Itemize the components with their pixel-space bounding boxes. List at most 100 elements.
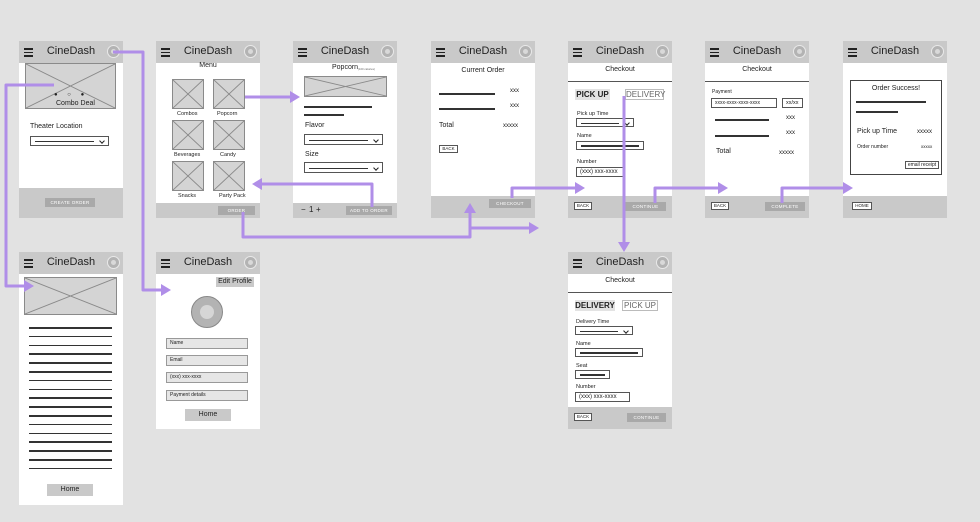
footer-bar: HOME [843,196,947,218]
edit-profile-button[interactable]: Edit Profile [216,277,254,287]
home-button[interactable]: Home [185,409,231,421]
profile-icon[interactable] [244,45,257,58]
order-success-screen: CineDash Order Success! Pick up Time xxx… [843,41,947,218]
checkout-payment-screen: CineDash Checkout Payment xxxx-xxxx-xxxx… [705,41,809,218]
menu-icon[interactable] [161,48,170,57]
description-line [304,114,344,116]
item-calories: (100 calories) [358,67,375,71]
party-pack-tile[interactable] [213,161,245,191]
success-line [856,111,898,113]
delivery-toggle[interactable]: DELIVERY [575,300,615,311]
app-title: CineDash [320,45,370,57]
profile-icon[interactable] [656,256,669,269]
app-title: CineDash [183,256,233,268]
menu-title: Menu [199,62,217,69]
profile-icon[interactable] [107,256,120,269]
delivery-toggle[interactable]: DELIVERY [625,89,666,100]
popcorn-image [304,76,387,97]
order-button[interactable]: ORDER [218,206,255,215]
complete-button[interactable]: COMPLETE [765,202,805,211]
description-line [29,388,112,391]
menu-icon[interactable] [573,259,582,268]
profile-icon[interactable] [793,45,806,58]
flavor-dropdown[interactable] [304,134,383,145]
order-title: Current Order [461,67,505,74]
beverages-tile[interactable] [172,120,204,150]
email-input[interactable]: Email [166,355,248,366]
phone-input[interactable]: (xxx) xxx-xxxx [166,372,248,383]
success-title: Order Success! [871,85,921,92]
menu-icon[interactable] [298,48,307,57]
number-input[interactable]: (xxx) xxx-xxxx [576,167,624,177]
app-header: CineDash [431,41,535,63]
arrowhead [529,222,539,234]
popcorn-tile[interactable] [213,79,245,109]
order-item-price: xxx [786,115,795,121]
checkout-title: Checkout [605,277,635,284]
name-input[interactable] [575,348,643,357]
back-button[interactable]: BACK [574,202,592,210]
name-input[interactable]: Name [166,338,248,349]
quantity-value: 1 [309,205,314,214]
size-dropdown[interactable] [304,162,383,173]
delivery-time-dropdown[interactable] [575,326,633,335]
order-item-line [439,93,495,95]
theater-location-dropdown[interactable] [30,136,109,146]
profile-screen: CineDash Edit Profile Name Email (xxx) x… [156,252,260,429]
continue-button[interactable]: CONTINUE [625,202,666,211]
profile-icon[interactable] [931,45,944,58]
seat-input[interactable] [575,370,610,379]
profile-icon[interactable] [519,45,532,58]
checkout-pickup-screen: CineDash Checkout PICK UP DELIVERY Pick … [568,41,672,218]
card-expiry-input[interactable]: xx/xx [782,98,803,108]
name-input[interactable] [576,141,644,150]
current-order-screen: CineDash Current Order xxx xxx Total xxx… [431,41,535,218]
back-button[interactable]: BACK [711,202,729,210]
profile-avatar[interactable] [191,296,223,328]
total-label: Total [716,148,731,155]
home-button[interactable]: HOME [852,202,872,210]
profile-icon[interactable] [244,256,257,269]
add-to-order-button[interactable]: ADD TO ORDER [346,206,392,215]
menu-icon[interactable] [848,48,857,57]
number-input[interactable]: (xxx) xxx-xxxx [575,392,630,402]
combo-deal-banner[interactable]: ● ○ ● Combo Deal [25,63,116,109]
email-receipt-button[interactable]: email receipt [905,161,939,169]
profile-icon[interactable] [381,45,394,58]
menu-icon[interactable] [436,48,445,57]
back-button[interactable]: BACK [574,413,592,421]
home-button[interactable]: Home [47,484,93,496]
card-number-input[interactable]: xxxx-xxxx-xxxx-xxxx [711,98,777,108]
payment-details-input[interactable]: Payment details [166,390,248,401]
combos-tile[interactable] [172,79,204,109]
description-line [29,432,112,435]
size-label: Size [305,151,319,158]
menu-icon[interactable] [161,259,170,268]
order-item-line [439,108,495,110]
pickup-toggle[interactable]: PICK UP [575,89,610,100]
quantity-plus-button[interactable]: + [316,205,321,214]
candy-tile[interactable] [213,120,245,150]
pickup-toggle[interactable]: PICK UP [622,300,658,311]
description-line [29,327,112,329]
profile-icon[interactable] [107,45,120,58]
menu-icon[interactable] [24,48,33,57]
order-item-line [715,135,769,137]
create-order-button[interactable]: CREATE ORDER [45,198,95,207]
checkout-delivery-screen: CineDash Checkout DELIVERY PICK UP Deliv… [568,252,672,429]
profile-icon[interactable] [656,45,669,58]
quantity-minus-button[interactable]: − [301,205,306,214]
back-button[interactable]: BACK [439,145,458,153]
home-screen: CineDash ● ○ ● Combo Deal Theater Locati… [19,41,123,218]
total-value: xxxxx [779,150,794,156]
snacks-tile[interactable] [172,161,204,191]
app-header: CineDash [705,41,809,63]
continue-button[interactable]: CONTINUE [627,413,666,422]
carousel-dots[interactable]: ● ○ ● [54,92,89,98]
footer-bar: ORDER [156,203,260,218]
checkout-button[interactable]: CHECKOUT [489,199,531,208]
menu-icon[interactable] [573,48,582,57]
pickup-time-dropdown[interactable] [576,118,634,127]
menu-icon[interactable] [710,48,719,57]
divider [568,292,672,293]
